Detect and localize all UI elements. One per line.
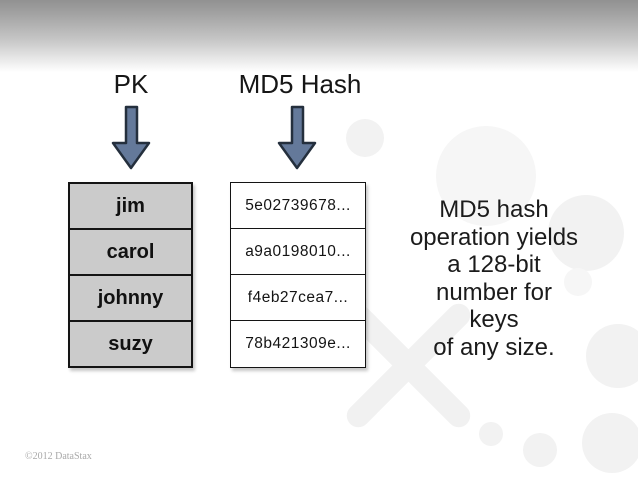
hash-row-value: 5e02739678... [245,196,351,214]
header-gradient-banner [0,0,638,72]
pk-row-label: suzy [108,332,153,355]
pk-table-row: carol [68,228,193,276]
copyright-text: ©2012 DataStax [25,451,92,462]
note-line: keys [469,306,519,333]
watermark-circle [582,413,638,473]
pk-table: jim carol johnny suzy [68,182,193,368]
note-line: of any size. [433,333,555,361]
hash-table-row: f4eb27cea7... [230,274,366,322]
md5-column-label: MD5 Hash [238,69,362,99]
note-line: operation yields [409,223,579,251]
hash-table-row: 78b421309e... [230,320,366,368]
note-line: number for [435,278,553,306]
hash-table-row: 5e02739678... [230,182,366,230]
watermark-circle [436,126,536,226]
watermark-circle [523,433,557,467]
watermark-circle [346,119,384,157]
md5-hash-table: 5e02739678... a9a0198010... f4eb27cea7..… [230,182,366,368]
pk-row-label: carol [106,240,155,263]
pk-table-row: johnny [68,274,193,322]
hash-row-value: 78b421309e... [245,334,351,352]
watermark-circle [564,268,592,296]
note-text: MD5 hash operation yields a 128-bit numb… [388,196,600,361]
watermark-circle [479,422,503,446]
note-line: a 128-bit [447,251,541,278]
pk-table-row: suzy [68,320,193,368]
down-arrow-icon [111,105,151,171]
hash-row-value: a9a0198010... [245,242,351,260]
pk-table-row: jim [68,182,193,230]
pk-row-label: johnny [97,286,164,309]
watermark-circle [548,195,624,271]
hash-table-row: a9a0198010... [230,228,366,276]
hash-row-value: f4eb27cea7... [247,288,349,306]
pk-column-label: PK [113,69,149,99]
down-arrow-icon [277,105,317,171]
watermark-circle [586,324,638,388]
pk-row-label: jim [116,194,145,217]
note-line: MD5 hash [439,196,549,223]
